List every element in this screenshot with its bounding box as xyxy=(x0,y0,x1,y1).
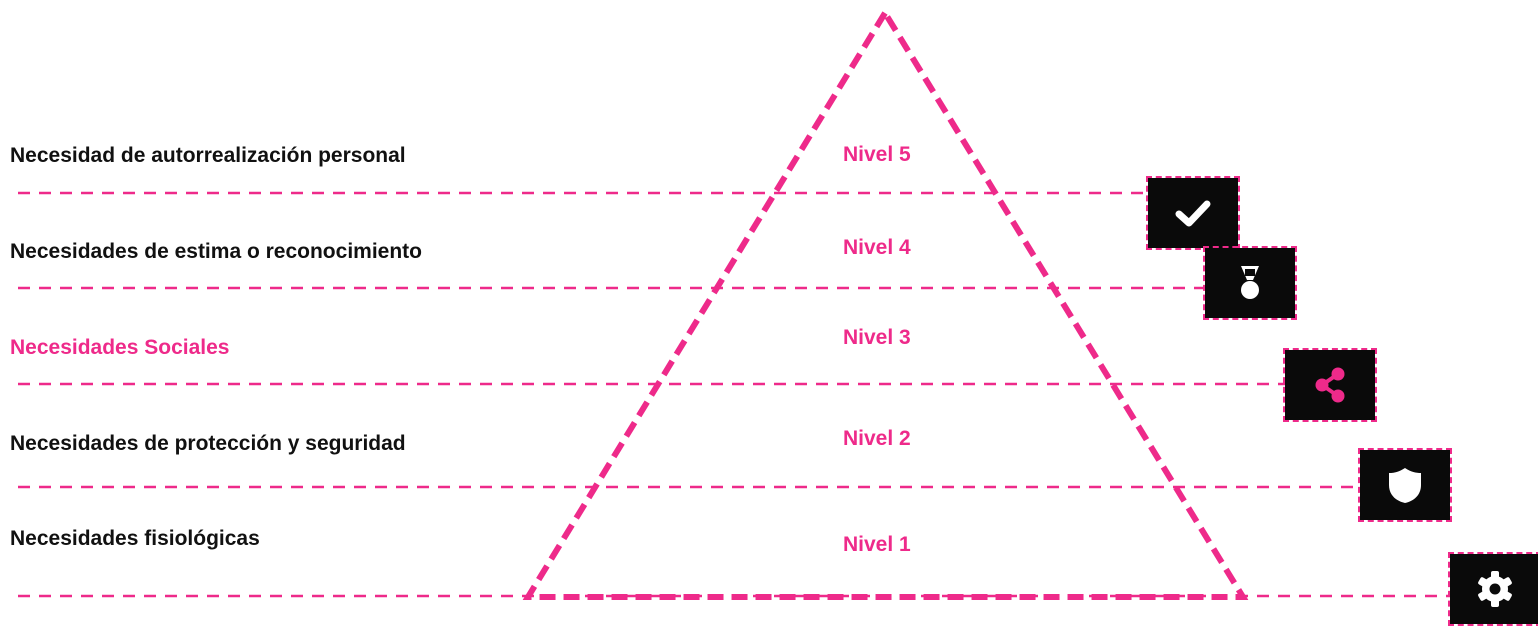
checkmark-glyph xyxy=(1175,200,1211,227)
gear-icon xyxy=(1448,552,1538,626)
gear-glyph xyxy=(1478,571,1512,607)
need-label-level-3: Necesidades Sociales xyxy=(10,336,230,359)
level-label-1: Nivel 1 xyxy=(843,533,911,556)
share-icon xyxy=(1283,348,1377,422)
medal-glyph xyxy=(1241,266,1259,299)
level-label-5: Nivel 5 xyxy=(843,143,911,166)
share-glyph xyxy=(1315,367,1345,403)
need-label-level-1: Necesidades fisiológicas xyxy=(10,527,260,550)
medal-icon xyxy=(1203,246,1297,320)
level-label-3: Nivel 3 xyxy=(843,326,911,349)
shield-icon xyxy=(1358,448,1452,522)
need-label-level-2: Necesidades de protección y seguridad xyxy=(10,432,406,455)
shield-glyph xyxy=(1389,468,1421,503)
checkmark-icon xyxy=(1146,176,1240,250)
level-label-4: Nivel 4 xyxy=(843,236,911,259)
pyramid-triangle xyxy=(522,7,1249,600)
need-label-level-5: Necesidad de autorrealización personal xyxy=(10,144,406,167)
need-label-level-4: Necesidades de estima o reconocimiento xyxy=(10,240,422,263)
level-label-2: Nivel 2 xyxy=(843,427,911,450)
